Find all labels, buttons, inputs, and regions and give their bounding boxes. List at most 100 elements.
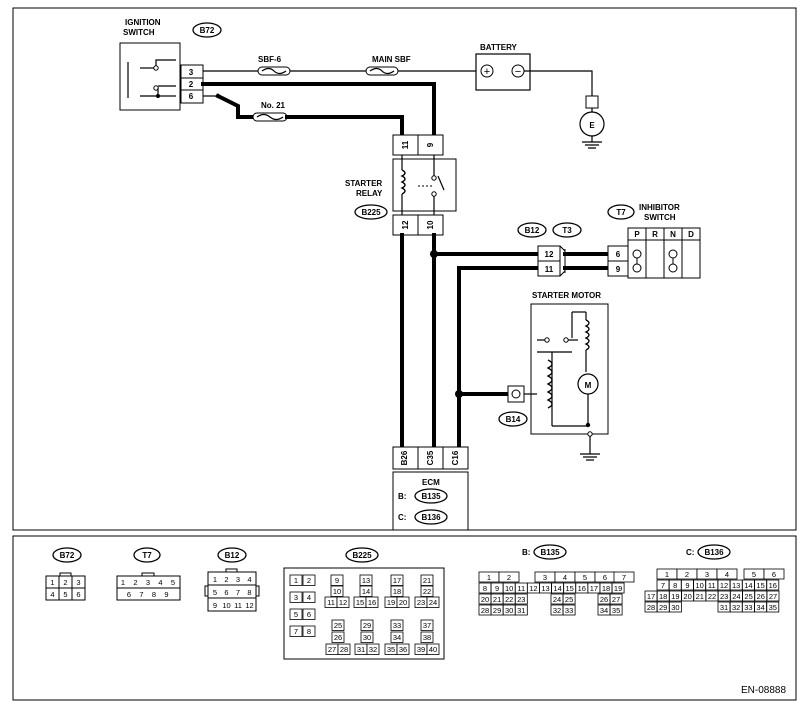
starter-ground-icon: [580, 436, 600, 461]
fuse-sbf6: SBF-6: [257, 55, 291, 76]
b136-pin-29: 29: [659, 603, 667, 612]
b136-view-label: B136: [704, 548, 724, 557]
inhibitor-switch: T7 INHIBITOR SWITCH 6 9 P R N D: [607, 203, 701, 279]
ecm-label: ECM: [422, 478, 440, 487]
b225-pin-34-box: [390, 631, 404, 643]
b225-pin-14: 14: [362, 587, 370, 596]
position-d: D: [688, 230, 694, 239]
t7-view-label: T7: [142, 551, 152, 560]
b135-pin-14: 14: [553, 584, 561, 593]
b225-pin-33-box: [390, 619, 404, 631]
battery-plus: +: [484, 66, 490, 78]
relay-pin-12: 12: [401, 220, 410, 229]
b225-pin-8: 8: [307, 627, 311, 636]
b135-pin-33: 33: [565, 606, 573, 615]
b135-pin-8: 8: [483, 584, 487, 593]
b12-view-pin: 8: [247, 588, 251, 597]
b225-pin-2: 2: [307, 576, 311, 585]
b136-pin-8: 8: [673, 581, 677, 590]
b225-pin-35: 35: [387, 645, 395, 654]
b225-pin-36: 36: [399, 645, 407, 654]
battery-minus: −: [515, 66, 521, 78]
b225-pin-28: 28: [340, 645, 348, 654]
b136-pin-14: 14: [744, 581, 752, 590]
b136-pin-35: 35: [769, 603, 777, 612]
ecm-pin-c16: C16: [451, 450, 460, 465]
starter-motor: STARTER MOTOR B14 M: [498, 291, 609, 461]
t7-view-pin: 5: [171, 578, 175, 587]
b135-pin-2: 2: [507, 573, 511, 582]
field-coil: [584, 319, 590, 351]
b72-view-pin: 6: [76, 590, 80, 599]
t7-pin-9: 9: [616, 265, 621, 274]
b136-pin-3: 3: [705, 570, 709, 579]
b72-view-pin: 3: [76, 578, 80, 587]
b225-pin-26: 26: [334, 633, 342, 642]
b135-pin-21: 21: [493, 595, 501, 604]
b225-pin-29: 29: [363, 621, 371, 630]
ground-e: E: [579, 95, 605, 149]
b12-view-pin: 1: [213, 575, 217, 584]
b136-pin-6-box: [763, 568, 785, 580]
b225-pin-27: 27: [328, 645, 336, 654]
t7-view-pin: 6: [127, 590, 131, 599]
b135-view-prefix: B:: [522, 548, 530, 557]
fuse-main-sbf-label: MAIN SBF: [372, 55, 411, 64]
b135-pin-23: 23: [517, 595, 525, 604]
b136-pin-35-box: [766, 601, 780, 613]
b225-pin-25-box: [331, 619, 345, 631]
b135-pin-30: 30: [505, 606, 513, 615]
b225-pin-24: 24: [429, 598, 437, 607]
b225-pin-37: 37: [423, 621, 431, 630]
b225-pin-12-box: [336, 596, 350, 608]
b135-pin-31: 31: [517, 606, 525, 615]
b136-pin-22: 22: [708, 592, 716, 601]
ecm-pin-block: [392, 446, 469, 470]
b136-pin-33: 33: [744, 603, 752, 612]
b225-pin-16-box: [365, 596, 379, 608]
b225-pin-5: 5: [294, 610, 298, 619]
b225-pin-29-box: [360, 619, 374, 631]
ecm-pin-c35: C35: [426, 450, 435, 465]
b225-pin-3: 3: [294, 593, 298, 602]
b225-pin-39: 39: [417, 645, 425, 654]
b225-pin-25: 25: [334, 621, 342, 630]
b135-pin-33-box: [562, 604, 576, 616]
b12-view-pin: 3: [236, 575, 240, 584]
starter-motor-label: STARTER MOTOR: [532, 291, 601, 300]
b136-pin-19: 19: [671, 592, 679, 601]
b225-pin-3-box: [289, 591, 303, 603]
t7-view-pin: 8: [152, 590, 156, 599]
b225-pin-33: 33: [393, 621, 401, 630]
starter-relay: 11 9 12 10 STARTER RELAY B225: [345, 134, 457, 236]
b12-badge: [517, 222, 547, 238]
b225-pin-16: 16: [368, 598, 376, 607]
b136-pin-20: 20: [683, 592, 691, 601]
ignition-switch-label-2: SWITCH: [123, 28, 155, 37]
b225-pin-30: 30: [363, 633, 371, 642]
b72-badge-text: B72: [200, 26, 215, 35]
b135-pin-20: 20: [481, 595, 489, 604]
b225-pin-32-box: [366, 643, 380, 655]
b225-pin-8-box: [302, 625, 316, 637]
b136-pin-9: 9: [685, 581, 689, 590]
b136-pin-28: 28: [647, 603, 655, 612]
b225-pin-11: 11: [327, 598, 335, 607]
b136-pin-16: 16: [769, 581, 777, 590]
b72-pin-3: 3: [189, 68, 194, 77]
b135-pin-22: 22: [505, 595, 513, 604]
b135-badge-text: B135: [421, 492, 441, 501]
position-r: R: [652, 230, 658, 239]
starter-motor-body: [530, 303, 609, 435]
ecm-pin-b26: B26: [400, 450, 409, 465]
b136-pin-4-box: [716, 568, 738, 580]
relay-coil: [400, 169, 406, 195]
b135-pin-11: 11: [517, 584, 525, 593]
b136-pin-1: 1: [665, 570, 669, 579]
b225-pin-12: 12: [339, 598, 347, 607]
b225-badge-text: B225: [361, 208, 381, 217]
b225-pin-17: 17: [393, 576, 401, 585]
b135-pin-10: 10: [505, 584, 513, 593]
